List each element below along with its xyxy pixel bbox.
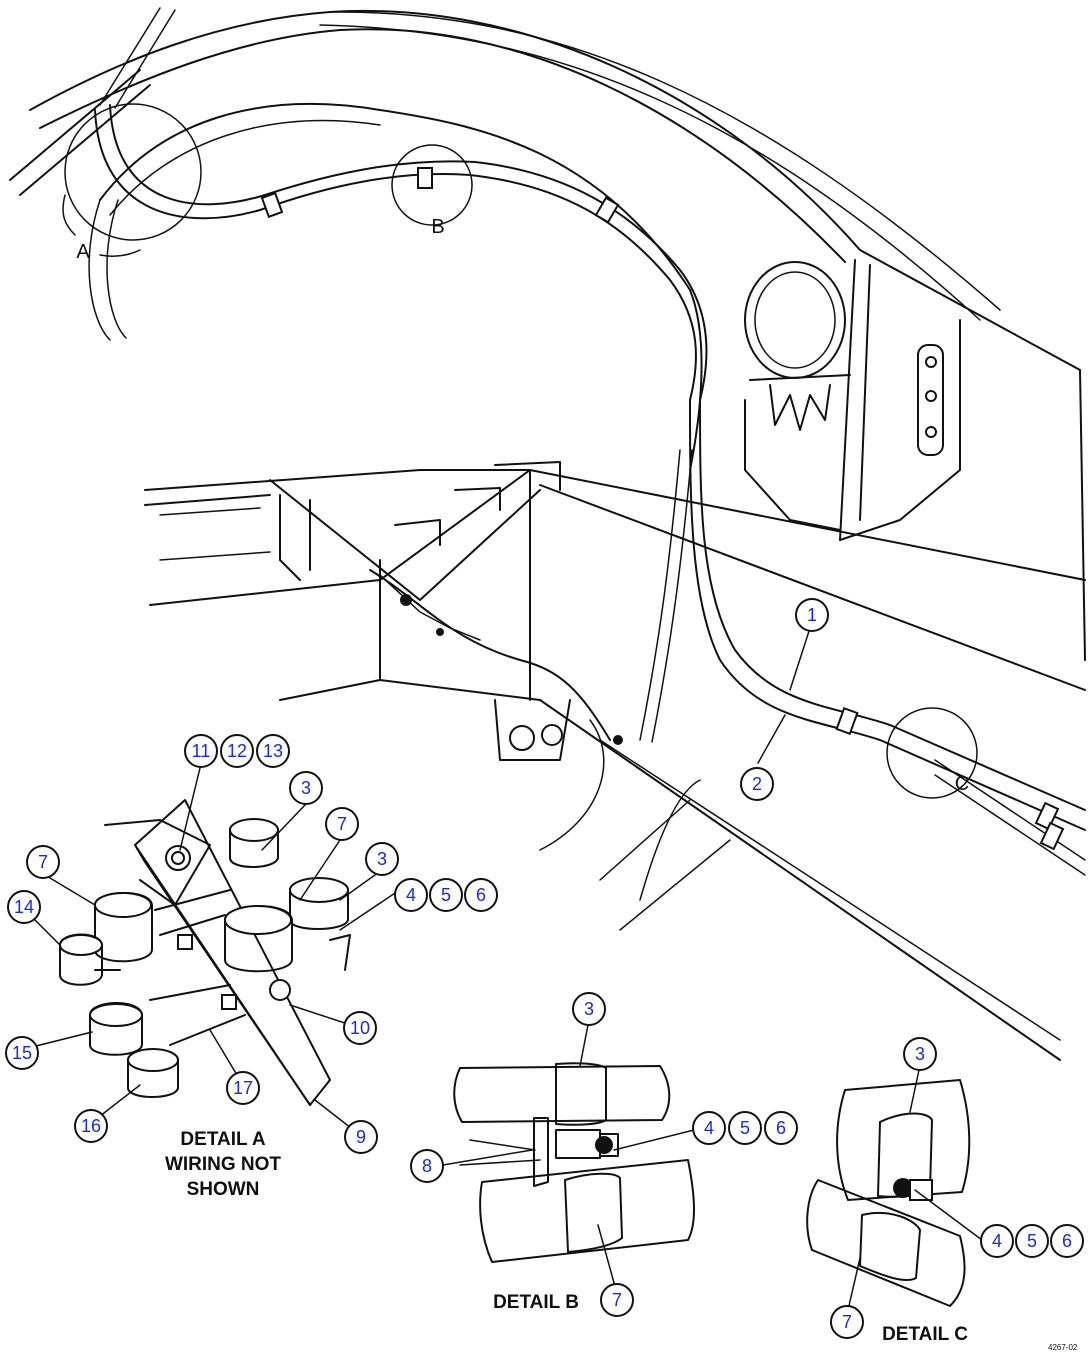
detail-b-circle [391, 144, 473, 226]
figure-code: 4267-02 [1048, 1343, 1078, 1352]
callout-label: 6 [776, 1118, 786, 1138]
callout-label: 3 [301, 778, 311, 798]
callout-label: 6 [476, 885, 486, 905]
callout-a-16: 16 [74, 1109, 108, 1143]
callout-label: 4 [406, 885, 416, 905]
detail-b-drawing [453, 1062, 695, 1263]
callout-a-15: 15 [5, 1036, 39, 1070]
callout-label: 5 [740, 1118, 750, 1138]
callout-b-7: 7 [600, 1283, 634, 1317]
detail-b-letter: B [431, 216, 444, 238]
detail-c-caption: DETAIL C [882, 1324, 968, 1345]
callout-c-6: 6 [1050, 1224, 1084, 1258]
wiring-harness [88, 104, 1086, 876]
callout-a-9: 9 [344, 1120, 378, 1154]
callout-a-13: 13 [256, 734, 290, 768]
callout-c-3: 3 [903, 1037, 937, 1071]
detail-a-letter: A [76, 241, 90, 263]
detail-a-circle [64, 103, 202, 241]
callout-label: 11 [192, 741, 211, 761]
callout-b-4: 4 [692, 1111, 726, 1145]
callout-label: 16 [81, 1116, 101, 1136]
callout-a-3-right: 3 [365, 842, 399, 876]
callout-c-4: 4 [980, 1224, 1014, 1258]
detail-markers: A B C [62, 103, 978, 799]
callout-label: 6 [1062, 1231, 1072, 1251]
callout-a-12: 12 [220, 734, 254, 768]
callout-label: 7 [612, 1290, 622, 1310]
detail-c-circle [886, 707, 978, 799]
callout-a-5: 5 [429, 878, 463, 912]
callout-main-1: 1 [795, 598, 829, 632]
callout-a-7-left: 7 [26, 845, 60, 879]
callout-label: 8 [422, 1156, 432, 1176]
detail-c-drawing [806, 1079, 971, 1307]
callout-b-8: 8 [410, 1149, 444, 1183]
callout-label: 12 [227, 741, 247, 761]
callout-a-6: 6 [464, 878, 498, 912]
callout-main-2: 2 [740, 767, 774, 801]
callout-label: 7 [337, 814, 347, 834]
callout-a-3-top: 3 [289, 771, 323, 805]
callout-a-4: 4 [394, 878, 428, 912]
callout-label: 3 [915, 1044, 925, 1064]
callout-b-3: 3 [572, 992, 606, 1026]
callout-label: 5 [1027, 1231, 1037, 1251]
callout-label: 1 [807, 605, 817, 625]
callout-label: 13 [263, 741, 283, 761]
callout-b-6: 6 [764, 1111, 798, 1145]
callout-label: 2 [752, 774, 762, 794]
callout-label: 17 [233, 1078, 253, 1098]
detail-c-letter: C [955, 773, 969, 795]
callout-label: 3 [584, 999, 594, 1019]
callout-label: 7 [38, 852, 48, 872]
callout-label: 14 [14, 897, 34, 917]
callout-label: 5 [441, 885, 451, 905]
callout-c-7: 7 [830, 1305, 864, 1339]
callout-label: 15 [12, 1043, 32, 1063]
detail-a-caption-line2: WIRING NOT [165, 1154, 281, 1175]
detail-a-caption-line1: DETAIL A [180, 1129, 265, 1150]
callout-label: 4 [704, 1118, 714, 1138]
callout-a-11: 11 [184, 734, 218, 768]
callout-a-10: 10 [343, 1011, 377, 1045]
detail-a-drawing [59, 799, 351, 1106]
callout-c-5: 5 [1015, 1224, 1049, 1258]
leader-lines [27, 627, 983, 1311]
detail-b-caption: DETAIL B [493, 1292, 579, 1313]
callout-label: 10 [350, 1018, 370, 1038]
callout-a-7-mid: 7 [325, 807, 359, 841]
callout-a-17: 17 [226, 1071, 260, 1105]
callout-label: 4 [992, 1231, 1002, 1251]
callout-a-14: 14 [7, 890, 41, 924]
callout-label: 3 [377, 849, 387, 869]
machine-frame [9, 7, 1086, 1061]
callout-label: 9 [356, 1127, 366, 1147]
detail-a-caption-line3: SHOWN [187, 1179, 260, 1200]
callout-label: 7 [842, 1312, 852, 1332]
callout-b-5: 5 [728, 1111, 762, 1145]
